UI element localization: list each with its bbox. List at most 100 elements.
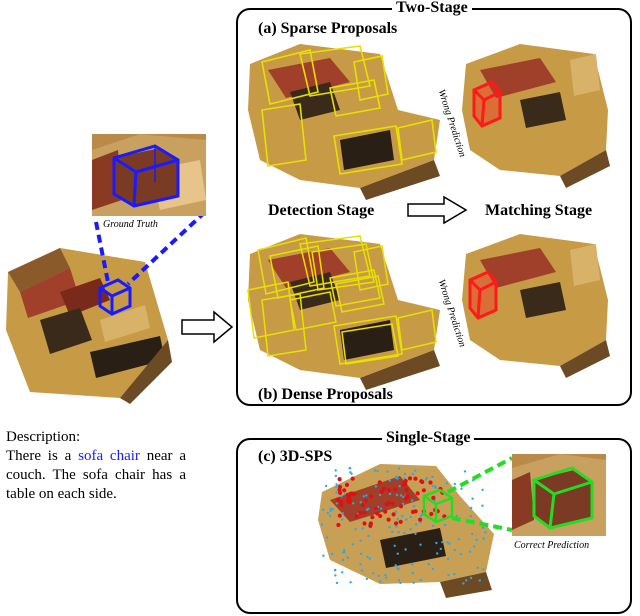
keypoint-blue xyxy=(412,581,415,584)
keypoint-blue xyxy=(335,581,339,585)
keypoint-blue xyxy=(334,469,337,472)
keypoint-blue xyxy=(419,543,422,546)
keypoint-blue xyxy=(396,517,399,521)
correct-prediction-caption: Correct Prediction xyxy=(514,540,590,551)
keypoint-red xyxy=(335,497,341,502)
correct-box-small xyxy=(422,488,454,524)
keypoint-blue xyxy=(469,515,472,518)
keypoint-blue xyxy=(453,548,456,552)
keypoint-blue xyxy=(397,531,400,534)
keypoint-blue xyxy=(359,501,362,504)
keypoint-red xyxy=(360,503,365,508)
keypoint-red xyxy=(391,512,396,517)
description-text: There is a sofa chair near a couch. The … xyxy=(6,447,186,504)
keypoint-blue xyxy=(360,569,364,572)
keypoint-blue xyxy=(460,487,463,490)
keypoint-blue xyxy=(374,485,378,488)
3d-sps-label: (c) 3D-SPS xyxy=(258,448,333,465)
keypoint-blue xyxy=(401,502,405,505)
keypoint-blue xyxy=(427,563,430,566)
keypoint-blue xyxy=(462,582,465,585)
keypoint-blue xyxy=(331,508,334,511)
keypoint-blue xyxy=(399,494,403,497)
keypoint-red xyxy=(383,509,388,514)
keypoint-blue xyxy=(391,530,394,533)
keypoint-blue xyxy=(411,571,414,575)
keypoint-blue xyxy=(351,543,355,546)
keypoint-blue xyxy=(453,572,456,576)
keypoint-blue xyxy=(335,485,338,489)
keypoint-red xyxy=(336,522,341,528)
keypoint-red xyxy=(342,488,347,493)
keypoint-red xyxy=(379,489,384,494)
keypoint-blue xyxy=(412,505,416,508)
correct-zoom xyxy=(512,454,606,536)
keypoint-red xyxy=(384,502,389,507)
keypoint-blue xyxy=(471,532,474,536)
keypoint-blue xyxy=(398,485,401,488)
keypoint-red xyxy=(390,501,395,506)
keypoint-blue xyxy=(394,564,397,567)
keypoint-blue xyxy=(352,502,355,505)
keypoint-red xyxy=(358,510,363,515)
keypoint-blue xyxy=(470,506,473,510)
keypoint-red xyxy=(369,494,374,499)
keypoint-blue xyxy=(431,484,434,488)
keypoint-blue xyxy=(359,539,362,542)
keypoint-blue xyxy=(471,497,474,500)
keypoint-red xyxy=(339,499,344,504)
keypoint-blue xyxy=(396,567,399,570)
keypoint-red xyxy=(394,521,399,526)
dense-detection-scene xyxy=(248,234,440,390)
description-block: Description: There is a sofa chair near … xyxy=(6,428,186,504)
keypoint-red xyxy=(362,521,367,526)
keypoint-red xyxy=(418,517,423,522)
keypoint-blue xyxy=(399,581,402,585)
keypoint-blue xyxy=(432,524,435,528)
keypoint-blue xyxy=(396,552,399,555)
dense-proposals-label: (b) Dense Proposals xyxy=(258,386,393,403)
keypoint-blue xyxy=(431,475,434,479)
keypoint-red xyxy=(350,476,355,481)
keypoint-red xyxy=(362,510,367,515)
keypoint-blue xyxy=(414,469,417,472)
keypoint-blue xyxy=(343,549,346,552)
keypoint-blue xyxy=(341,558,345,562)
keypoint-red xyxy=(378,513,383,519)
keypoint-blue xyxy=(367,507,370,511)
keypoint-blue xyxy=(397,467,401,470)
keypoint-blue xyxy=(340,495,343,498)
keypoint-blue xyxy=(424,478,428,481)
keypoint-blue xyxy=(341,571,344,574)
keypoint-blue xyxy=(328,514,332,517)
keypoint-blue xyxy=(333,569,337,572)
keypoint-blue xyxy=(388,492,392,496)
keypoint-blue xyxy=(481,504,484,507)
keypoint-red xyxy=(407,476,413,481)
keypoint-blue xyxy=(409,528,412,531)
keypoint-blue xyxy=(324,484,328,488)
keypoint-blue xyxy=(414,532,417,535)
dense-wrong-box xyxy=(468,270,498,320)
keypoint-blue xyxy=(379,507,383,510)
keypoint-blue xyxy=(435,541,438,545)
keypoint-blue xyxy=(322,554,325,557)
keypoint-blue xyxy=(384,573,387,577)
keypoint-blue xyxy=(453,482,456,486)
keypoint-blue xyxy=(377,574,380,578)
keypoint-blue xyxy=(326,511,330,515)
correct-zoom-lines xyxy=(447,456,513,532)
keypoint-blue xyxy=(366,555,369,559)
keypoint-blue xyxy=(431,567,435,571)
keypoint-blue xyxy=(349,581,352,584)
keypoint-blue xyxy=(419,514,423,517)
keypoint-blue xyxy=(359,552,363,555)
sparse-detection-scene xyxy=(248,44,440,200)
sparse-matching-scene xyxy=(462,44,610,188)
ground-truth-caption: Ground Truth xyxy=(103,219,158,230)
keypoint-red xyxy=(386,517,391,522)
keypoint-blue xyxy=(457,538,460,541)
keypoint-blue xyxy=(348,467,352,470)
keypoint-blue xyxy=(388,526,391,529)
keypoint-blue xyxy=(394,476,398,480)
